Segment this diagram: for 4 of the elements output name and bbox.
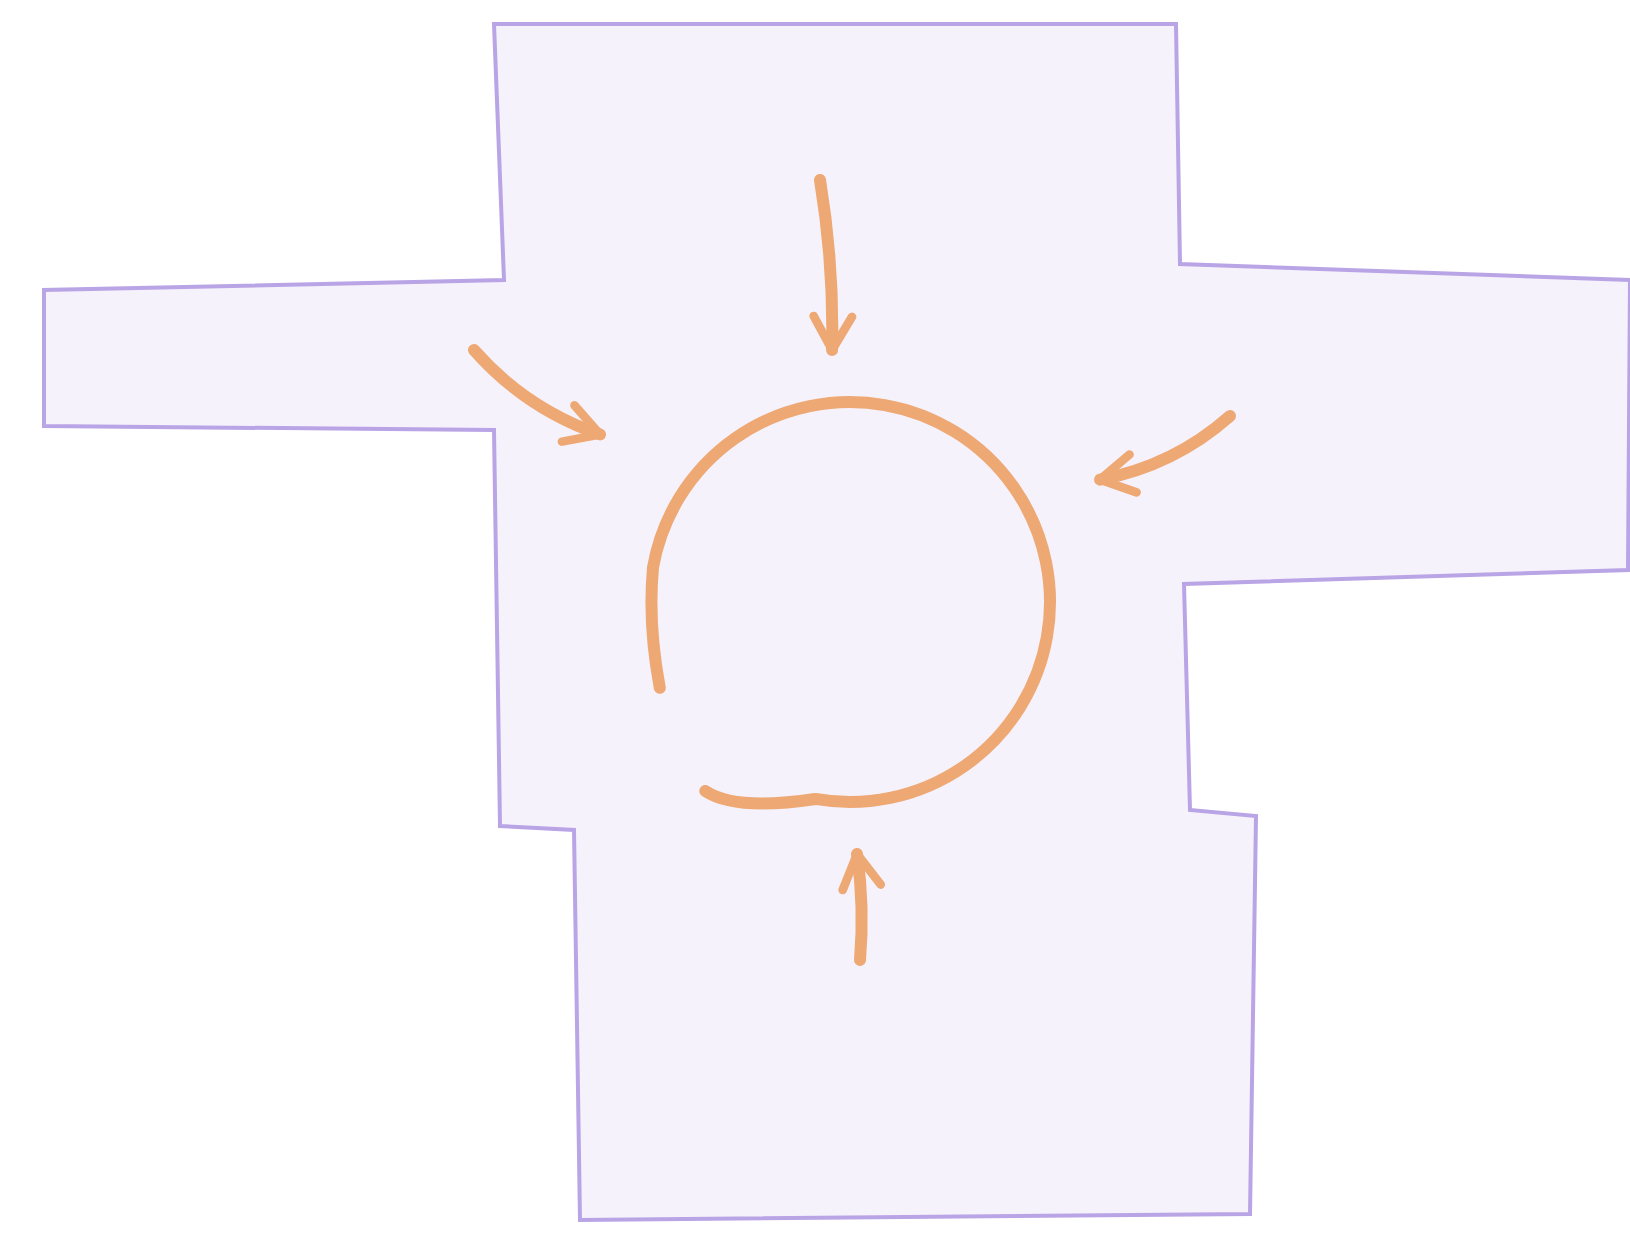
arrow [1094,410,1236,496]
arrow [468,344,606,446]
arrow [838,848,885,966]
arrow [809,174,857,356]
